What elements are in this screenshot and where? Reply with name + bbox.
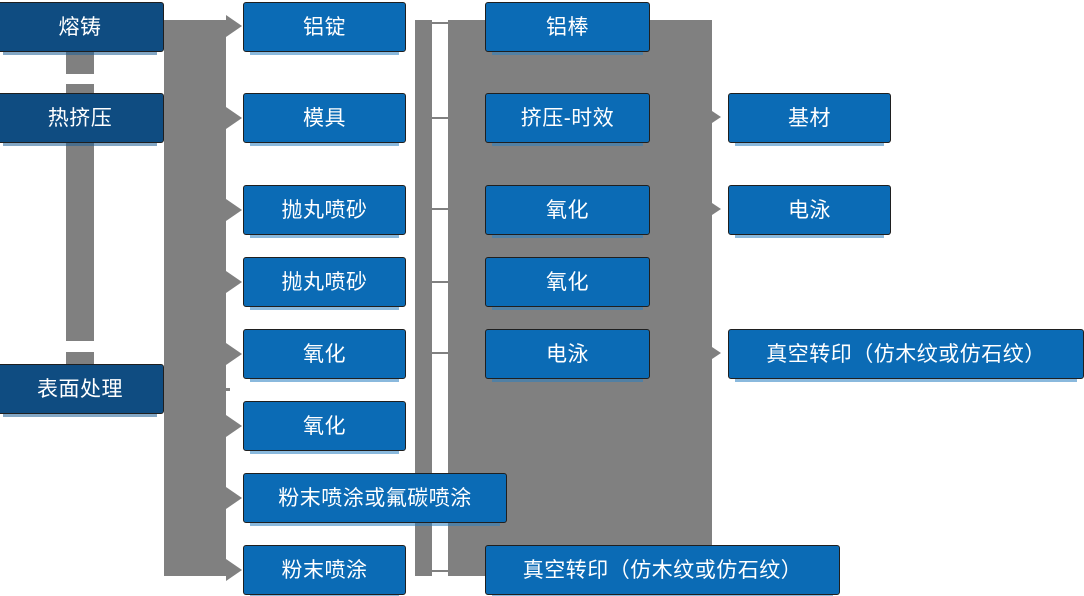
stage-spine <box>66 143 94 341</box>
output-label: 基材 <box>788 106 831 130</box>
output-label: 电泳 <box>788 198 831 222</box>
bracket-tick <box>432 281 450 283</box>
process-box-muju[interactable]: 模具 <box>243 93 406 146</box>
connector-line <box>705 208 714 211</box>
process-label: 粉末喷涂或氟碳喷涂 <box>278 486 472 510</box>
output-box-jicai[interactable]: 基材 <box>728 93 891 146</box>
bracket-tick <box>432 22 450 24</box>
process-box-zhenkongzhuanyin-1[interactable]: 真空转印（仿木纹或仿石纹） <box>485 545 840 596</box>
output-box-dianyong[interactable]: 电泳 <box>728 185 891 238</box>
process-box-fenmopentu[interactable]: 粉末喷涂 <box>243 545 406 596</box>
connector-line <box>705 352 714 355</box>
left-flow-band-foot <box>164 360 226 576</box>
stage-spine <box>66 84 94 93</box>
bracket-tick <box>432 117 450 119</box>
arrow-right-icon <box>226 343 242 365</box>
process-box-lubang[interactable]: 铝棒 <box>485 2 650 55</box>
process-label: 粉末喷涂 <box>281 558 368 582</box>
arrow-right-icon <box>226 415 242 437</box>
arrow-right-icon <box>712 111 721 123</box>
mid-connector-bar <box>415 20 432 576</box>
process-label: 氧化 <box>303 342 346 366</box>
arrow-right-icon <box>226 271 242 293</box>
connector-line <box>705 116 714 119</box>
process-label: 电泳 <box>546 342 589 366</box>
chevron-down-icon <box>66 72 94 84</box>
output-label: 真空转印（仿木纹或仿石纹） <box>766 342 1046 366</box>
arrow-right-icon <box>226 15 242 37</box>
arrow-right-icon <box>226 199 242 221</box>
bracket-tick <box>432 570 450 572</box>
arrow-right-icon <box>226 559 242 581</box>
arrow-right-icon <box>712 203 721 215</box>
process-label: 氧化 <box>303 414 346 438</box>
stage-label: 表面处理 <box>37 377 123 401</box>
stage-stub <box>160 388 230 391</box>
bracket-tick <box>432 208 450 210</box>
stage-box-rejiya[interactable]: 热挤压 <box>0 93 164 146</box>
process-label: 铝棒 <box>546 15 589 39</box>
stage-label: 熔铸 <box>58 15 102 39</box>
process-label: 氧化 <box>546 270 589 294</box>
process-box-yanghua-3[interactable]: 氧化 <box>485 185 650 238</box>
process-label: 氧化 <box>546 198 589 222</box>
process-label: 抛丸喷砂 <box>281 198 368 222</box>
arrow-right-icon <box>712 347 721 359</box>
stage-spine <box>66 352 94 364</box>
stage-spine <box>66 52 94 74</box>
process-box-jiya-shixiao[interactable]: 挤压-时效 <box>485 93 650 146</box>
process-label: 真空转印（仿木纹或仿石纹） <box>522 558 803 582</box>
bracket-gap <box>432 355 450 365</box>
process-box-yanghua-4[interactable]: 氧化 <box>485 257 650 310</box>
arrow-right-icon <box>226 487 242 509</box>
process-label: 模具 <box>303 106 346 130</box>
left-flow-band-upper <box>164 20 226 360</box>
stage-label: 热挤压 <box>47 106 113 130</box>
process-box-yanghua-1[interactable]: 氧化 <box>243 329 406 382</box>
process-box-yanghua-2[interactable]: 氧化 <box>243 401 406 454</box>
process-box-paowanpensha-1[interactable]: 抛丸喷砂 <box>243 185 406 238</box>
stage-box-biaomianchuli[interactable]: 表面处理 <box>0 364 164 417</box>
process-label: 抛丸喷砂 <box>281 270 368 294</box>
process-box-paowanpensha-2[interactable]: 抛丸喷砂 <box>243 257 406 310</box>
output-box-zhenkongzhuanyin[interactable]: 真空转印（仿木纹或仿石纹） <box>728 329 1084 382</box>
process-box-dianyong-1[interactable]: 电泳 <box>485 329 650 382</box>
process-label: 挤压-时效 <box>520 106 615 130</box>
bracket-tick <box>432 352 450 354</box>
arrow-right-icon <box>226 107 242 129</box>
process-box-fenmopentu-futan[interactable]: 粉末喷涂或氟碳喷涂 <box>243 473 507 526</box>
process-label: 铝锭 <box>303 15 346 39</box>
chevron-down-icon <box>66 340 94 352</box>
stage-box-rongzhu[interactable]: 熔铸 <box>0 2 164 55</box>
process-box-ludng[interactable]: 铝锭 <box>243 2 406 55</box>
